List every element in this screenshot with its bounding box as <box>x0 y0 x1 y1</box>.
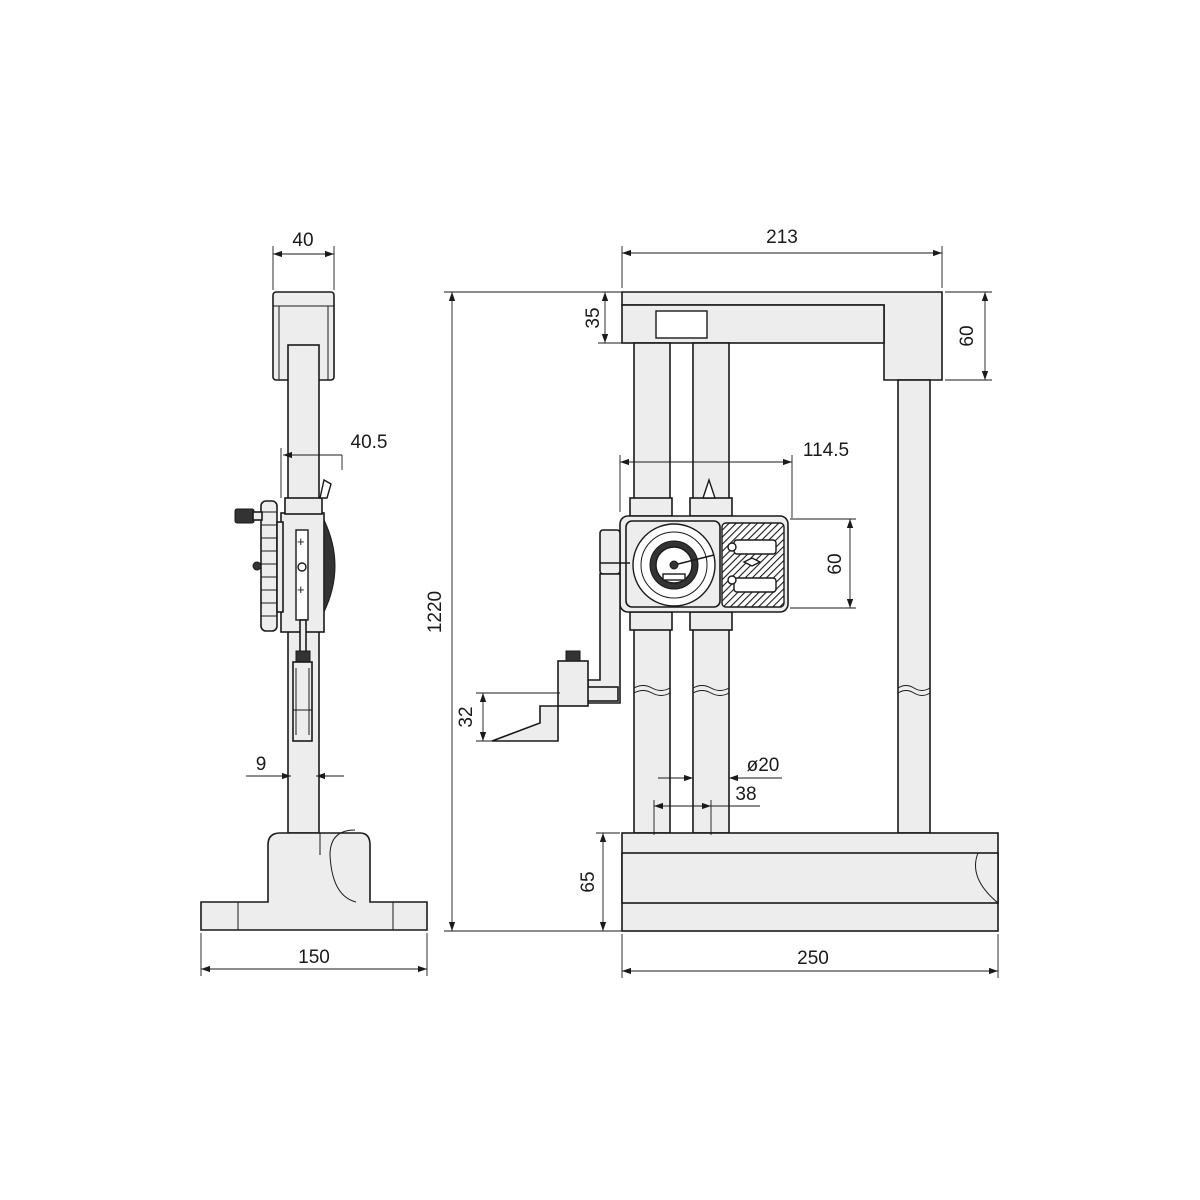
dim-side-top-width: 40 <box>292 230 313 251</box>
support-post <box>897 379 931 834</box>
top-label-plate <box>655 310 708 339</box>
side-scriber-clamp <box>295 650 311 663</box>
dim-side-base-width: 150 <box>298 947 330 968</box>
side-base <box>200 832 428 931</box>
dim-base-height: 65 <box>578 871 599 892</box>
side-scriber-holder <box>292 661 313 742</box>
dim-total-height: 1220 <box>425 591 446 633</box>
dim-slider-height: 60 <box>825 553 846 574</box>
counter-window-upper <box>733 539 777 555</box>
dimension-labels: 40 40.5 9 150 1220 213 35 60 114.5 60 32… <box>256 227 978 969</box>
dim-front-base-width: 250 <box>797 948 829 969</box>
side-dial-back <box>323 519 336 613</box>
side-clamp-lever <box>319 478 332 499</box>
scriber-arm <box>587 573 621 704</box>
slider-clamp-lever <box>702 477 716 499</box>
svg-text:+: + <box>297 534 305 549</box>
dim-top-thickness: 35 <box>583 307 604 328</box>
scriber-blade <box>491 705 559 742</box>
svg-text:+: + <box>297 582 305 597</box>
dial-needle <box>673 554 715 566</box>
dim-side-scriber: 9 <box>256 754 267 775</box>
dim-scriber-height: 32 <box>456 706 477 727</box>
dim-side-offset: 40.5 <box>351 432 388 453</box>
dimension-lines <box>200 246 999 978</box>
front-view <box>491 291 999 932</box>
dim-slider-offset: 114.5 <box>803 440 849 461</box>
side-feed-wheel <box>260 500 278 632</box>
dim-column-pitch: 38 <box>735 784 756 805</box>
dim-top-height: 60 <box>957 325 978 346</box>
scriber-knob <box>565 650 581 662</box>
side-knob <box>234 508 255 524</box>
scriber-holder <box>557 660 589 707</box>
counter-window-lower <box>733 577 777 593</box>
side-view: + + <box>200 291 428 931</box>
dim-front-top-width: 213 <box>766 227 798 248</box>
dim-column-diameter: ø20 <box>747 755 780 776</box>
